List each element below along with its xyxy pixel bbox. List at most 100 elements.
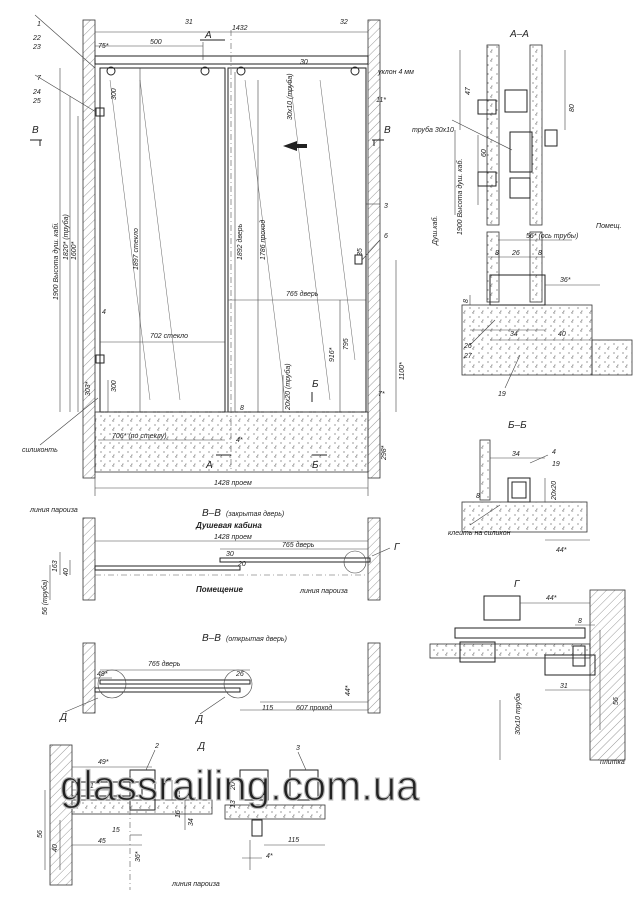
d-dim-4: 4* — [266, 853, 273, 860]
vv1-detail-circle-g — [343, 550, 367, 574]
callout-1: 1 — [37, 21, 41, 28]
dim-1432: 1432 — [232, 25, 248, 32]
dim-pass-1786: 1786 проход — [259, 220, 267, 260]
aa-dim-8-c: 8 — [463, 299, 470, 303]
d-dim-36: 36* — [135, 851, 142, 862]
aa-bracket — [504, 89, 528, 113]
dim-300-top: 300 — [111, 88, 118, 100]
silicone-label: силиконть — [22, 447, 58, 454]
aa-dim-8-b: 8 — [538, 250, 542, 257]
handle — [354, 254, 363, 265]
aa-glass-lower — [486, 231, 500, 303]
d-end-cap — [289, 769, 319, 801]
vv1-booth: Душевая кабина — [195, 521, 262, 530]
vv1-right-wall — [367, 517, 381, 601]
aa-pipe — [509, 131, 533, 173]
vv1-room: Помещение — [196, 585, 243, 594]
vv2-state: (открытая дверь) — [226, 635, 287, 643]
g-roller — [483, 595, 521, 621]
aa-booth-label: Душ.каб. — [431, 216, 439, 246]
d-dim-15: 15 — [112, 827, 120, 834]
vv1-dim-30: 30 — [226, 551, 234, 558]
aa-dim-40: 40 — [558, 331, 566, 338]
dim-glass-702: 702 стекло — [150, 333, 188, 340]
d-stopper — [129, 769, 156, 811]
d-dim-20: 20 — [230, 782, 237, 791]
section-bb: Б–Б 34 4 19 20x20 8 клеить на силикон 44… — [448, 420, 590, 554]
right-wall — [367, 19, 381, 479]
bb-glass — [479, 439, 491, 501]
dim-30: 30 — [300, 59, 308, 66]
aa-room-label: Помещ. — [596, 223, 622, 230]
aa-callout-27: 27 — [463, 353, 473, 360]
callout-31: 31 — [185, 19, 193, 26]
dim-4: 4* — [236, 437, 243, 444]
vv1-fixed-glass — [94, 565, 241, 571]
d-dim-45: 45 — [98, 838, 106, 845]
top-rail-pipe — [94, 55, 369, 65]
vv2-dim-115: 115 — [262, 705, 273, 712]
bb-callout-4: 4 — [552, 449, 556, 456]
aa-dim-36: 36* — [560, 277, 571, 284]
callout-25: 25 — [32, 98, 41, 105]
dim-7: 7* — [378, 391, 385, 398]
d-dim-56: 56 — [37, 830, 44, 838]
cut-v-right: В — [384, 125, 391, 136]
dim-75: 75* — [98, 43, 109, 50]
section-aa: А–А труба 30х10 1900 Высот — [412, 29, 633, 398]
cut-a-bottom: А — [205, 460, 213, 471]
aa-dim-26: 26 — [511, 250, 520, 257]
d-dim-49: 49* — [98, 759, 109, 766]
callout-24: 24 — [32, 89, 41, 96]
aa-dim-8-a: 8 — [495, 250, 499, 257]
vv1-title: В–В — [202, 508, 221, 519]
dim-pipe-30x10: 30х10 (труба) — [286, 73, 294, 120]
dim-916: 916* — [329, 347, 336, 362]
slope-note: уклон 4 мм — [377, 69, 414, 76]
fixed-glass-panel — [99, 67, 226, 413]
bb-floor — [461, 501, 588, 533]
bb-callout-19: 19 — [552, 461, 560, 468]
callout-22: 22 — [32, 35, 41, 42]
aa-height-label: 1900 Высота душ. каб. — [456, 159, 464, 235]
d-dim-31: 31 — [86, 783, 94, 790]
dim-glass-706: 706* (по стеклу) — [112, 433, 167, 440]
g-tile-label: плитка — [600, 759, 625, 766]
dim-1820: 1820* (труба) — [62, 214, 70, 260]
bb-dim-44: 44* — [556, 547, 567, 554]
callout-6: 6 — [384, 233, 388, 240]
vv1-dim-56: 56 (труба) — [41, 580, 49, 615]
bb-glue-label: клеить на силикон — [448, 530, 511, 537]
vv2-fixed-glass — [94, 687, 241, 693]
aa-door-lower — [529, 231, 543, 303]
bb-dim-20: 20x20 — [551, 481, 558, 501]
dim-795: 795 — [343, 338, 350, 350]
vv2-callout-d1: Д — [59, 712, 67, 723]
floor-curb — [94, 411, 369, 473]
dim-500: 500 — [150, 39, 162, 46]
dim-303: 303* — [85, 381, 92, 396]
vv1-callout-g: Г — [394, 542, 401, 553]
d-dim-19: 19 — [175, 790, 182, 798]
g-pipe — [454, 627, 586, 639]
g-block — [544, 654, 596, 676]
g-glass — [429, 643, 591, 659]
vv1-vapor-bottom: линия пароиза — [299, 588, 348, 595]
roller-door-2 — [350, 66, 360, 76]
aa-roller-left — [477, 99, 497, 115]
cut-v-left: В — [32, 125, 39, 136]
g-pipe-label: 30x10 труба — [514, 693, 522, 735]
d-dim-16: 16 — [175, 810, 182, 818]
section-aa-title: А–А — [509, 29, 529, 40]
aa-dim-60: 60 — [481, 149, 488, 157]
vv1-dim-20: 20 — [237, 561, 246, 568]
aa-door-upper — [529, 44, 543, 226]
g-bracket — [459, 641, 496, 663]
dim-1600: 1600* — [71, 241, 78, 260]
dim-door-765: 765 дверь — [286, 290, 319, 298]
dim-8: 8 — [240, 405, 244, 412]
dim-opening-1428: 1428 проем — [214, 480, 252, 487]
cut-a-top: А — [204, 30, 212, 41]
d-profile — [71, 781, 143, 797]
d-callout-2: 2 — [154, 743, 159, 750]
